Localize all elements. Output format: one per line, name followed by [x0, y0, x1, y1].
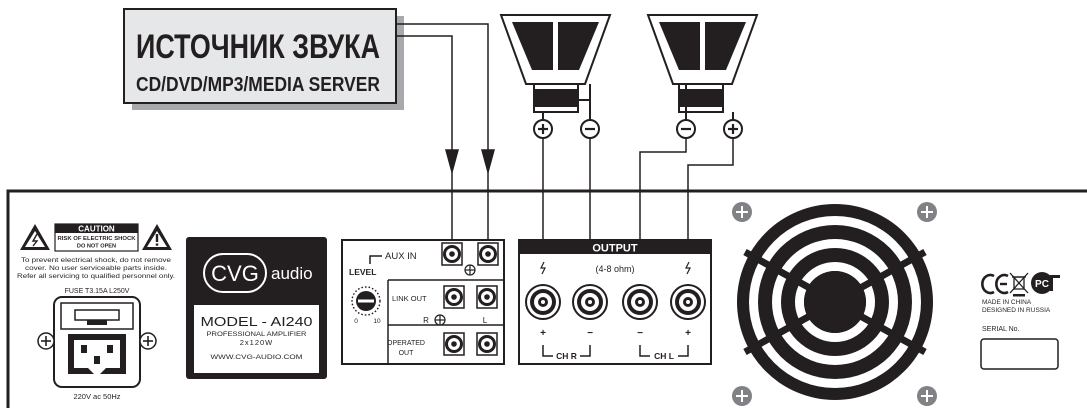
warning-section: CAUTION RISK OF ELECTRIC SHOCK DO NOT OP… [17, 223, 175, 401]
svg-text:PC: PC [1035, 279, 1049, 290]
source-subtitle: CD/DVD/MP3/MEDIA SERVER [136, 74, 380, 96]
fan-screws [732, 202, 937, 406]
impedance-label: (4-8 ohm) [595, 264, 634, 274]
binding-post-ch-l-plus [670, 284, 706, 320]
speaker-left-plus-terminal [533, 119, 553, 139]
audio-source-box: ИСТОЧНИК ЗВУКА CD/DVD/MP3/MEDIA SERVER [123, 8, 404, 110]
model-label: MODEL - AI240 [201, 314, 313, 329]
level-label: LEVEL [349, 267, 376, 277]
level-knob-icon [351, 286, 381, 316]
link-out-label: LINK OUT [392, 294, 427, 303]
aux-ground-icon [464, 264, 476, 276]
rca-aux-in-l [477, 242, 499, 266]
logo-audio-text: audio [271, 264, 313, 283]
speaker-right [646, 14, 759, 120]
level-min-label: 0 [354, 318, 358, 325]
source-cables [396, 23, 495, 253]
ch-r-minus-sign: − [587, 328, 593, 339]
source-title: ИСТОЧНИК ЗВУКА [136, 28, 380, 66]
serial-label: SERIAL No. [982, 326, 1020, 333]
ch-r-label: CH R [556, 351, 577, 361]
rca-link-out-l [476, 285, 498, 309]
fan-screw-bottom-left [732, 386, 752, 406]
power-rating-label: 2x120W [240, 338, 274, 347]
serial-number-box [980, 338, 1059, 370]
aux-in-label: AUX IN [385, 251, 417, 262]
rca-link-out-r [443, 285, 465, 309]
ch-l-label: CH L [654, 351, 674, 361]
inlet-screw-right [139, 332, 157, 350]
polarity-flash-left-icon [540, 261, 546, 275]
made-in-label: MADE IN CHINA [982, 299, 1032, 306]
cooling-fan [737, 204, 933, 400]
ch-r-plus-sign: + [540, 328, 546, 339]
designed-in-label: DESIGNED IN RUSSIA [982, 307, 1051, 314]
level-max-label: 10 [373, 318, 381, 325]
weee-bin-icon [1009, 272, 1029, 297]
fan-screw-top-right [917, 202, 937, 222]
risk-line-2: DO NOT OPEN [77, 244, 116, 250]
warning-text-1: To prevent electrical shock, do not remo… [21, 257, 172, 264]
polarity-flash-right-icon [685, 261, 691, 275]
website-label: WWW.CVG-AUDIO.COM [211, 354, 303, 361]
caution-label: CAUTION [78, 225, 115, 234]
fan-screw-top-left [732, 202, 752, 222]
input-section: AUX IN LEVEL 0 10 LINK OUT R L OPERATED … [341, 239, 505, 365]
certification-section: PC MADE IN CHINA DESIGNED IN RUSSIA SERI… [980, 272, 1060, 370]
ch-l-minus-sign: − [637, 328, 643, 339]
exclamation-warning-icon [142, 224, 172, 250]
power-inlet [53, 296, 141, 388]
warning-text-3: Refer all servicing to qualified personn… [17, 273, 175, 280]
binding-post-ch-r-minus [572, 284, 608, 320]
l-label: L [483, 316, 488, 325]
output-title: OUTPUT [592, 243, 638, 255]
binding-post-ch-l-minus [622, 284, 658, 320]
risk-line-1: RISK OF ELECTRIC SHOCK [58, 236, 136, 242]
operated-out-label-1: OPERATED [387, 340, 425, 347]
rca-operated-out-l [476, 332, 498, 356]
cvg-logo: CVG audio [203, 253, 313, 293]
speaker-right-minus-terminal [676, 119, 696, 139]
brand-plate: CVG audio MODEL - AI240 PROFESSIONAL AMP… [186, 237, 327, 379]
binding-post-ch-r-plus [525, 284, 561, 320]
fuse-label: FUSE T3.15A L250V [65, 288, 130, 295]
rca-aux-in-r [441, 242, 463, 266]
operated-out-label-2: OUT [399, 350, 415, 357]
logo-cvg-text: CVG [211, 261, 259, 286]
speaker-right-plus-terminal [723, 119, 743, 139]
rca-operated-out-r [443, 332, 465, 356]
shock-warning-icon [20, 224, 50, 250]
pct-mark-icon: PC [1031, 272, 1060, 294]
ce-mark-icon [981, 273, 1009, 295]
speaker-left-minus-terminal [580, 119, 600, 139]
ch-l-plus-sign: + [685, 328, 691, 339]
inlet-screw-left [37, 332, 55, 350]
ground-symbol-icon [434, 314, 446, 326]
amp-type-label: PROFESSIONAL AMPLIFIER [207, 331, 307, 338]
r-label: R [423, 316, 429, 325]
fan-screw-bottom-right [917, 386, 937, 406]
output-section: OUTPUT (4-8 ohm) + − [518, 239, 712, 365]
warning-text-2: cover. No user serviceable parts inside. [25, 265, 167, 272]
power-label: 220V ac 50Hz [73, 392, 120, 401]
amplifier-rear-panel [6, 189, 1087, 408]
speaker-left [499, 14, 612, 120]
